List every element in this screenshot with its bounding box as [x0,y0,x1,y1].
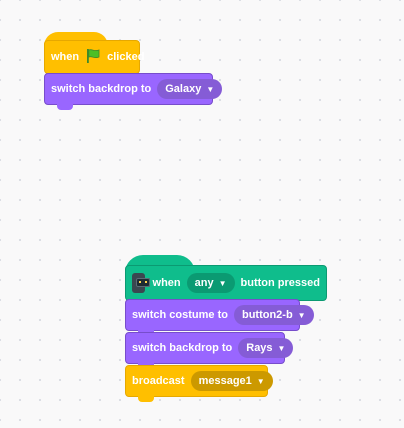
chevron-down-icon: ▼ [297,310,306,320]
switch-costume-block[interactable]: switch costume to button2-b ▼ [125,299,314,336]
hat-cap [44,32,108,46]
button-pressed-label: button pressed [240,277,320,289]
button-dropdown[interactable]: any ▼ [186,273,235,293]
when-button-pressed-block[interactable]: when any ▼ button pressed [125,265,327,306]
broadcast-label: broadcast [132,375,185,387]
backdrop-value: Galaxy [165,83,202,95]
switch-costume-label: switch costume to [132,309,228,321]
message-dropdown[interactable]: message1 ▼ [190,371,273,391]
when-flag-clicked-block[interactable]: when clicked [44,40,144,79]
backdrop-value: Rays [246,342,273,354]
chevron-down-icon: ▼ [206,84,215,94]
switch-backdrop-label: switch backdrop to [51,83,152,95]
hat-cap [125,255,195,273]
button-value: any [194,277,214,289]
chevron-down-icon: ▼ [277,343,286,353]
clicked-label: clicked [107,51,145,63]
costume-dropdown[interactable]: button2-b ▼ [233,305,314,325]
backdrop-dropdown[interactable]: Galaxy ▼ [157,79,223,99]
microbit-board-icon [132,273,150,293]
when-label: when [51,51,80,63]
message-value: message1 [198,375,252,387]
costume-value: button2-b [241,309,293,321]
switch-backdrop-block[interactable]: switch backdrop to Galaxy ▼ [44,73,223,110]
when-label: when [152,277,181,289]
chevron-down-icon: ▼ [218,278,227,288]
switch-backdrop-block[interactable]: switch backdrop to Rays ▼ [125,332,294,369]
switch-backdrop-label: switch backdrop to [132,342,233,354]
broadcast-block[interactable]: broadcast message1 ▼ [125,365,273,402]
chevron-down-icon: ▼ [256,376,265,386]
green-flag-icon [85,48,101,67]
backdrop-dropdown[interactable]: Rays ▼ [238,338,294,358]
